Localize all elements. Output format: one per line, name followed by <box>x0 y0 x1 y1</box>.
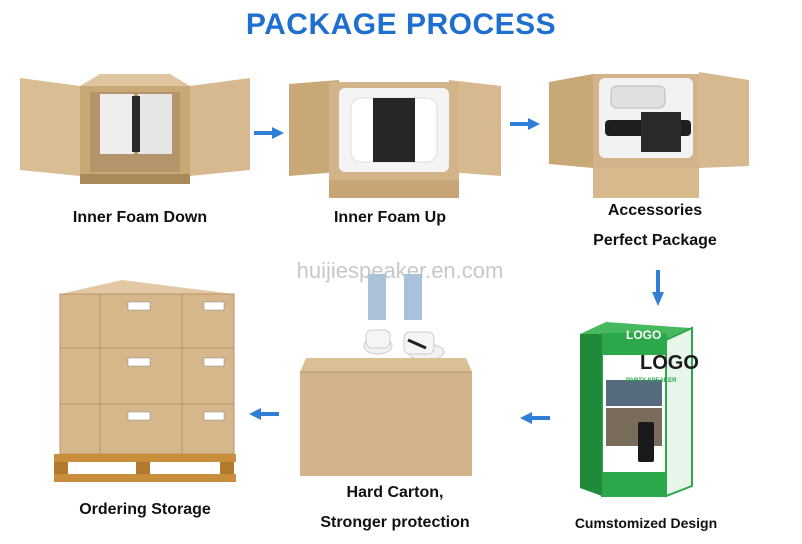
arrow-left-icon <box>249 408 279 420</box>
caption-accessories: Accessories Perfect Package <box>560 196 750 256</box>
arrow-right-icon <box>254 127 284 139</box>
arrow-right-icon <box>510 118 540 130</box>
arrow-down-icon <box>652 270 664 306</box>
caption-hard-carton-line1: Hard Carton, <box>346 484 444 501</box>
caption-inner-foam-down: Inner Foam Down <box>72 209 208 226</box>
caption-hard-carton: Hard Carton, Stronger protection <box>290 478 500 538</box>
caption-accessories-line2: Perfect Package <box>593 232 717 249</box>
inner-foam-down-image <box>20 74 250 184</box>
hard-carton-image <box>300 274 472 476</box>
caption-customized: Cumstomized Design <box>574 515 718 531</box>
printed-logo-main: LOGO <box>640 352 699 374</box>
page-title: PACKAGE PROCESS <box>245 8 557 41</box>
caption-hard-carton-line2: Stronger protection <box>320 514 470 531</box>
pallet-storage-image <box>54 280 236 482</box>
customized-box-image <box>580 322 693 498</box>
accessories-package-image <box>549 72 749 198</box>
printed-logo-top: LOGO <box>626 328 662 342</box>
caption-inner-foam-up: Inner Foam Up <box>333 209 446 226</box>
caption-accessories-line1: Accessories <box>607 202 703 219</box>
watermark: huijiespeaker.en.com <box>296 258 504 283</box>
printed-subtitle: PARTY SPEAKER <box>626 378 677 384</box>
caption-ordering-storage: Ordering Storage <box>79 501 211 518</box>
inner-foam-up-image <box>289 80 501 198</box>
arrow-left-icon <box>520 412 550 424</box>
